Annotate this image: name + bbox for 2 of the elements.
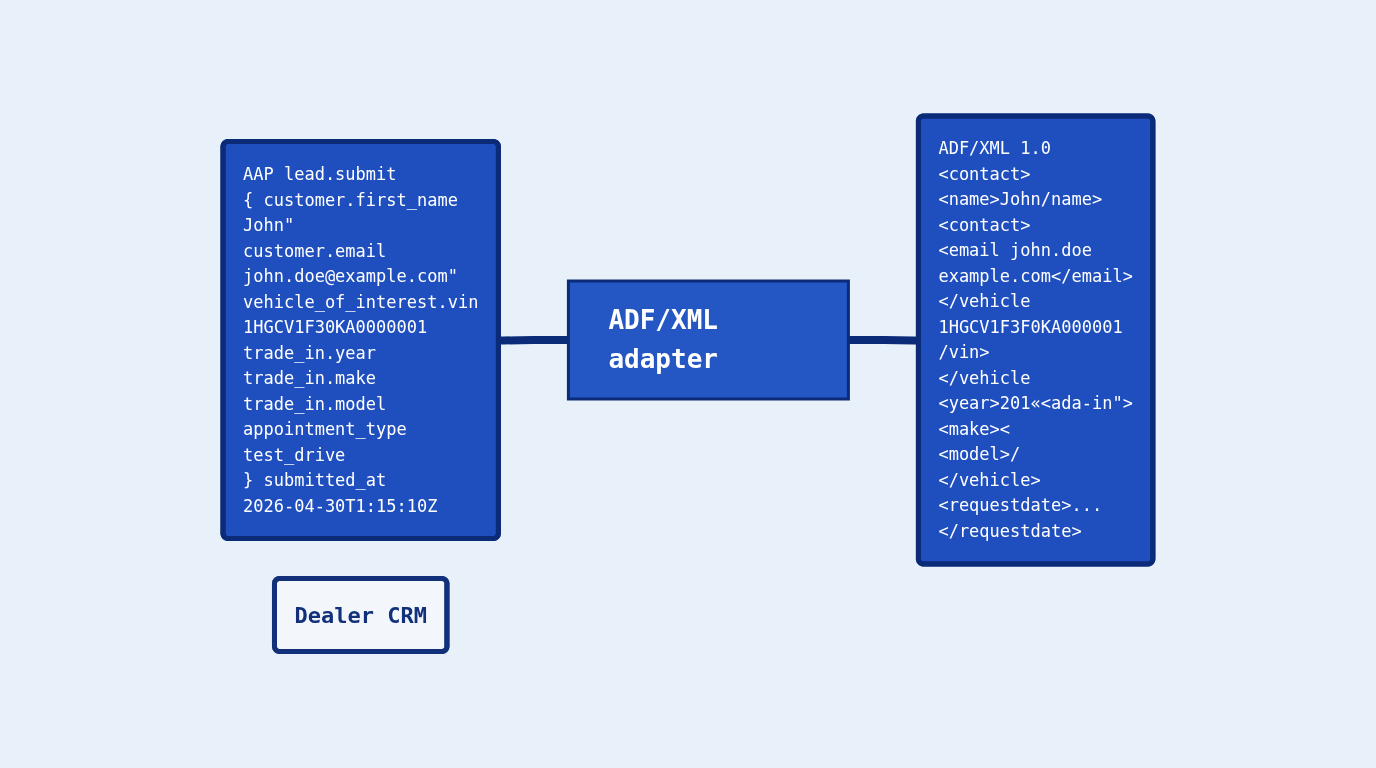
connector (498, 336, 569, 345)
node-box: ADF/XML adapter (566, 279, 850, 401)
